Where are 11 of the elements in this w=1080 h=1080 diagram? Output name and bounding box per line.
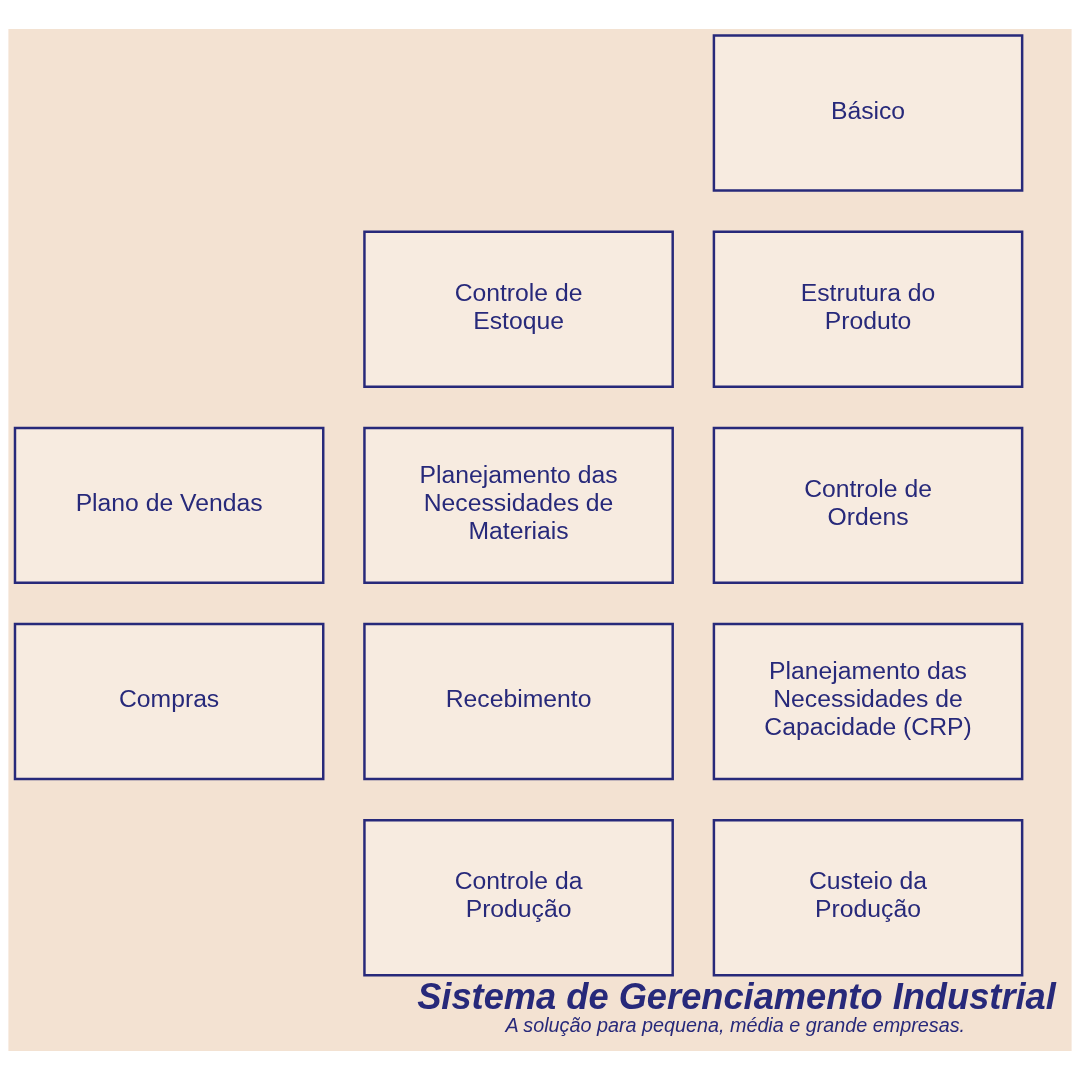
node-box: Básico bbox=[712, 34, 1024, 192]
node-box: Controle de Estoque bbox=[363, 230, 674, 388]
node-box: Planejamento das Necessidades de Materiais bbox=[363, 426, 674, 585]
node-box: Estrutura do Produto bbox=[712, 230, 1024, 388]
node-box: Controle de Ordens bbox=[712, 426, 1024, 585]
node-box: Custeio da Produção bbox=[712, 819, 1024, 977]
node-box: Compras bbox=[13, 622, 325, 781]
node-box: Plano de Vendas bbox=[13, 426, 325, 585]
node-box: Controle da Produção bbox=[363, 819, 674, 977]
node-box: Recebimento bbox=[363, 622, 674, 781]
node-box: Planejamento das Necessidades de Capacidade (CRP) bbox=[712, 622, 1024, 781]
